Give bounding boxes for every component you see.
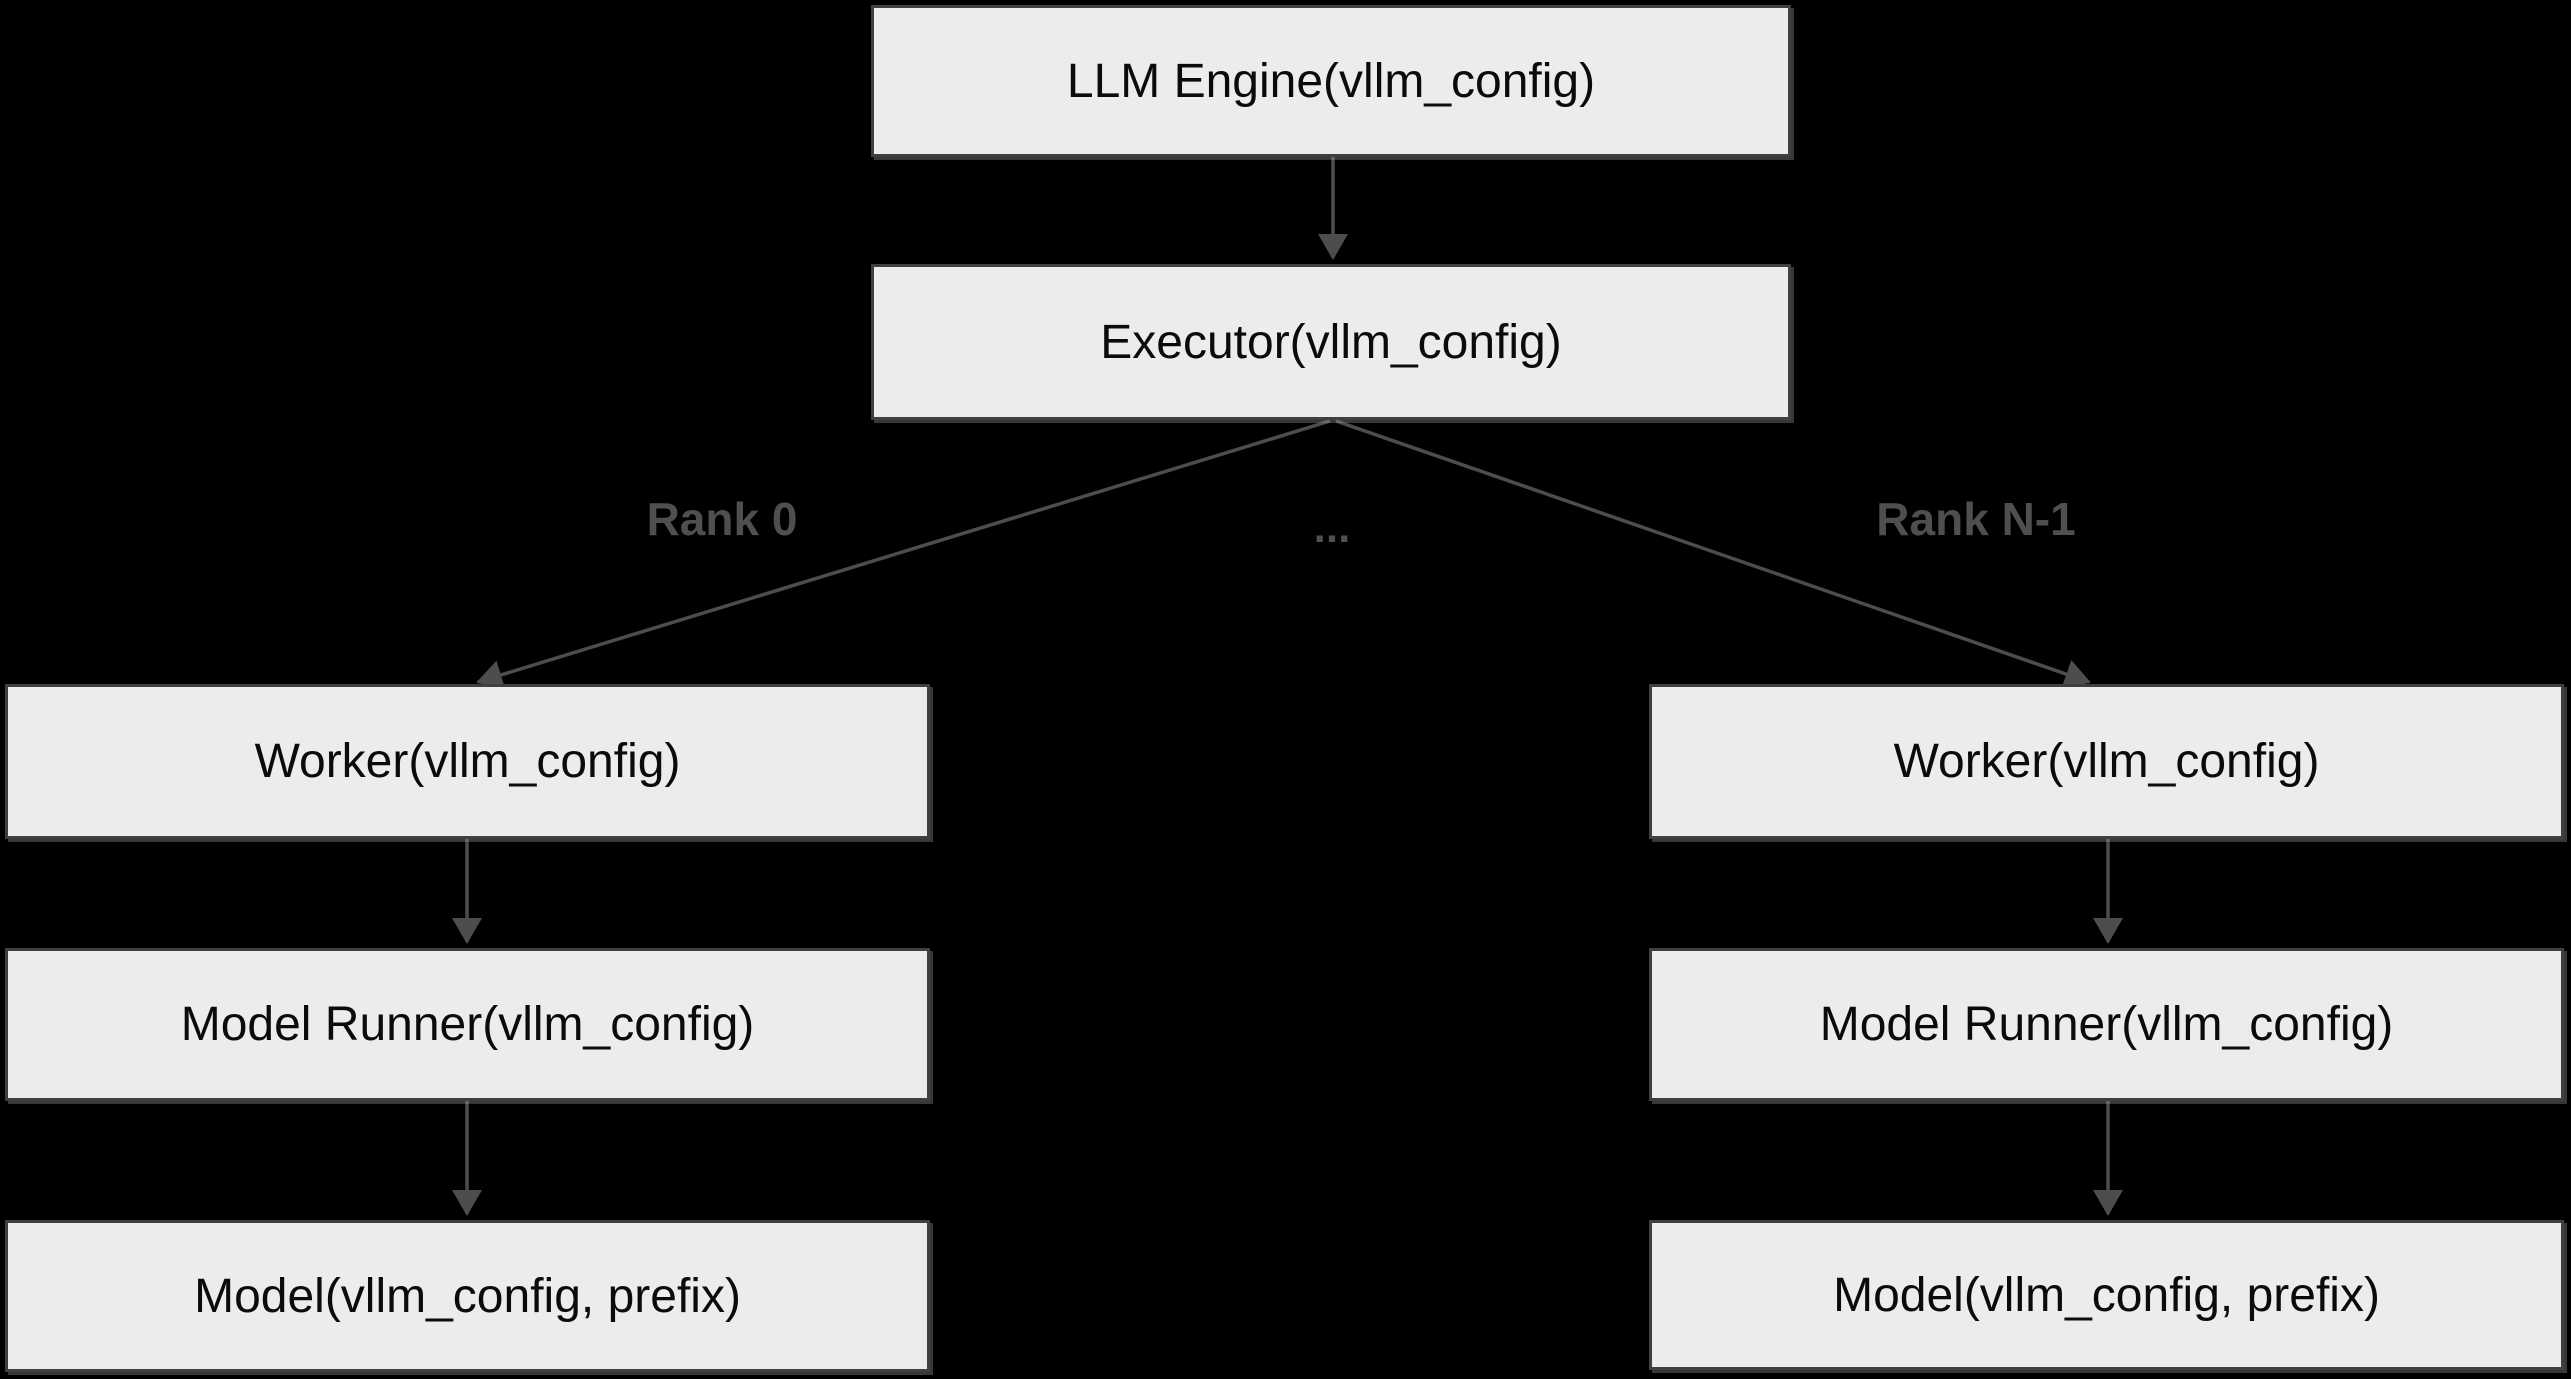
node-model-right-label: Model(vllm_config, prefix): [1833, 1268, 2380, 1322]
node-model-left-label: Model(vllm_config, prefix): [194, 1269, 741, 1323]
edge-label-rank-0: Rank 0: [646, 493, 798, 545]
node-model-right: Model(vllm_config, prefix): [1649, 1220, 2564, 1370]
node-model-runner-left: Model Runner(vllm_config): [5, 948, 930, 1101]
node-llm-engine-label: LLM Engine(vllm_config): [1066, 54, 1596, 108]
edge-label-rank-n-1: Rank N-1: [1876, 493, 2076, 545]
node-worker-right: Worker(vllm_config): [1649, 684, 2564, 839]
node-model-runner-right-label: Model Runner(vllm_config): [1819, 998, 2394, 1051]
edge-label-ellipsis: ...: [1313, 503, 1351, 552]
node-executor-label: Executor(vllm_config): [1100, 315, 1562, 369]
node-model-runner-right: Model Runner(vllm_config): [1649, 948, 2564, 1101]
node-worker-left-label: Worker(vllm_config): [254, 735, 681, 788]
node-model-runner-left-label: Model Runner(vllm_config): [180, 998, 755, 1051]
node-llm-engine: LLM Engine(vllm_config): [871, 5, 1791, 157]
node-worker-right-label: Worker(vllm_config): [1893, 735, 2320, 788]
node-worker-left: Worker(vllm_config): [5, 684, 930, 839]
edge-executor-worker-right: [1335, 419, 2091, 689]
edge-executor-worker-left: [476, 419, 1331, 690]
node-executor: Executor(vllm_config): [871, 264, 1791, 420]
node-model-left: Model(vllm_config, prefix): [5, 1220, 930, 1372]
